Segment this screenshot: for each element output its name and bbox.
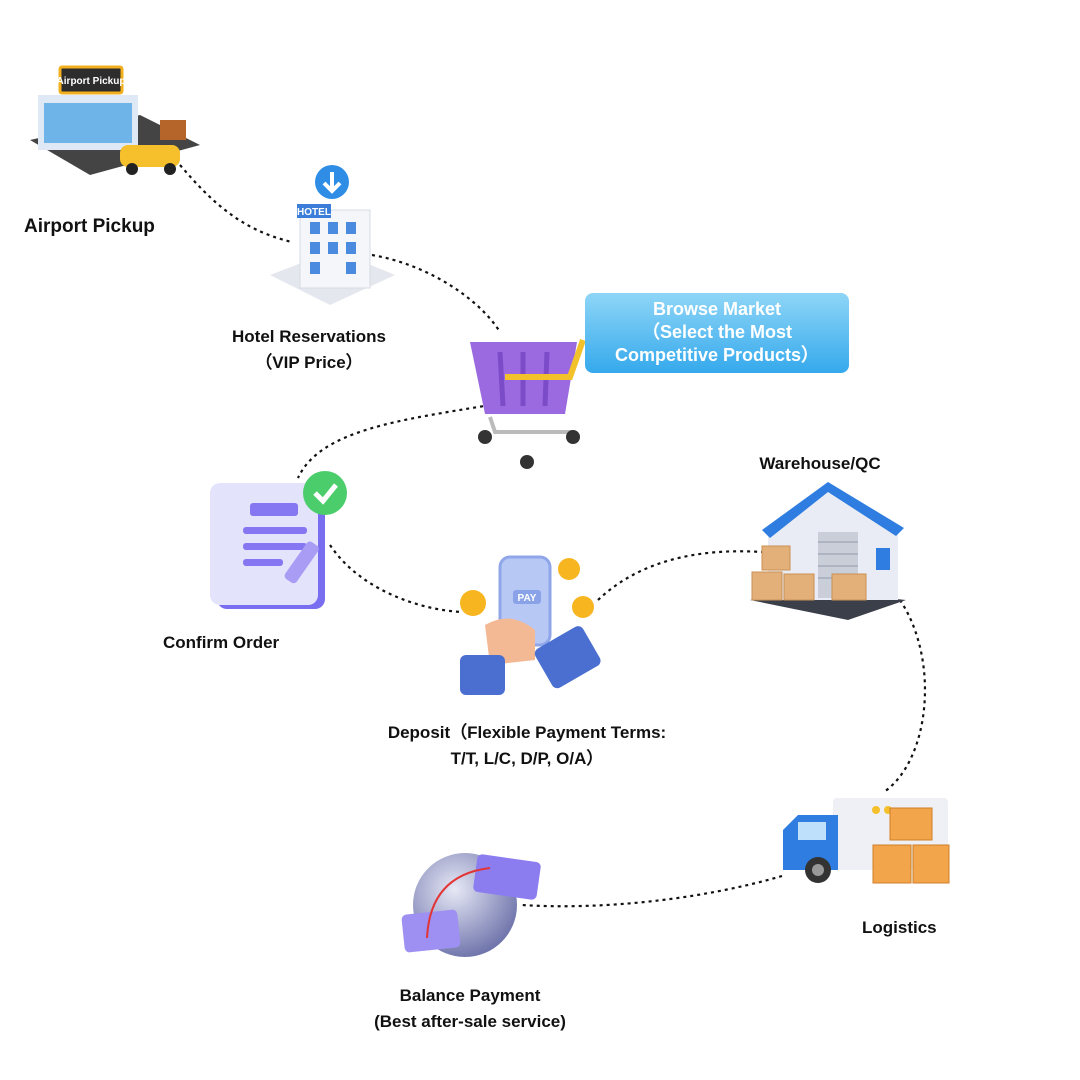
hotel-icon: HOTEL <box>270 165 395 305</box>
hotel-reservations-label: Hotel Reservations（VIP Price） <box>232 327 386 372</box>
path-deposit-warehouse <box>597 550 763 601</box>
shopping-cart-icon <box>470 339 586 469</box>
mobile-payment-icon: PAY <box>460 555 601 695</box>
path-confirm-deposit <box>329 544 463 614</box>
logistics-truck-icon <box>783 798 950 884</box>
path-logistics-balance <box>521 874 783 908</box>
global-payment-globe-icon <box>401 853 541 957</box>
warehouse-qc-label: Warehouse/QC <box>759 454 881 473</box>
confirm-order-document-icon <box>210 471 347 609</box>
warehouse-icon <box>750 482 906 620</box>
svg-text:Airport Pickup: Airport Pickup <box>57 76 126 87</box>
path-warehouse-logistics <box>883 599 927 793</box>
logistics-label: Logistics <box>862 918 937 937</box>
airport-pickup-icon: Airport Pickup <box>30 65 200 175</box>
svg-text:HOTEL: HOTEL <box>297 207 331 218</box>
confirm-order-label: Confirm Order <box>163 633 280 652</box>
path-hotel-cart <box>371 253 501 333</box>
airport-pickup-label: Airport Pickup <box>24 216 155 237</box>
path-airport-hotel <box>179 164 293 244</box>
deposit-label: Deposit（Flexible Payment Terms:T/T, L/C,… <box>387 723 667 768</box>
svg-text:PAY: PAY <box>518 593 537 604</box>
balance-payment-label: Balance Payment(Best after-sale service) <box>374 986 566 1031</box>
